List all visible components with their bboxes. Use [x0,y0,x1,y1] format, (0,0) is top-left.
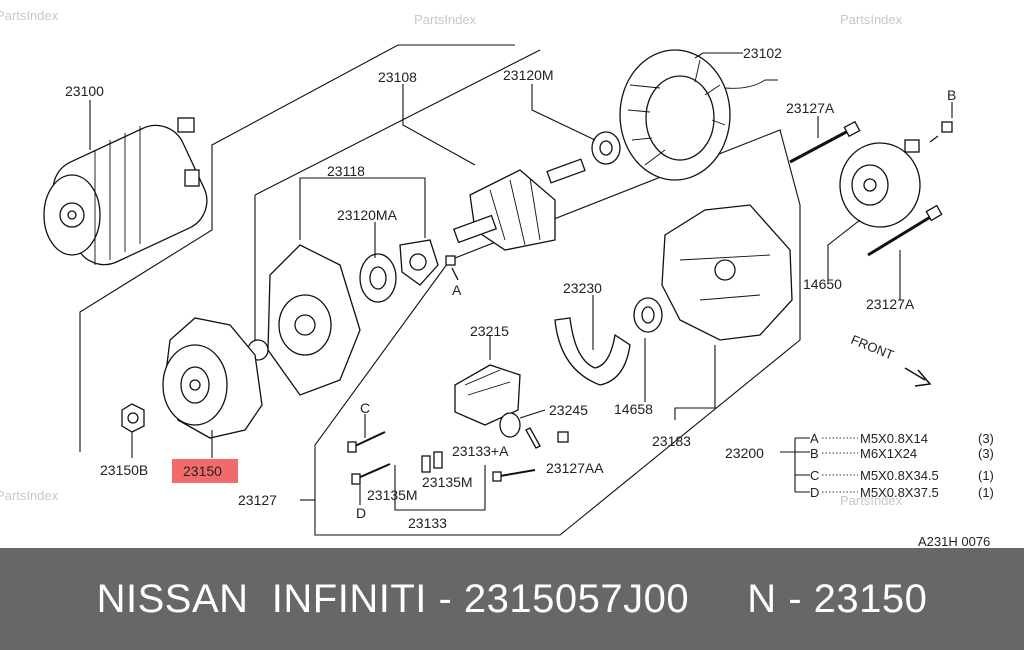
callout-23118[interactable]: 23118 [327,163,365,179]
callout-c[interactable]: C [360,400,370,416]
callout-d[interactable]: D [356,505,366,521]
bolt-table: A M5X0.8X14 (3) B M6X1X24 (3) C M5X0.8X3… [810,431,994,500]
bolt-table-key: C [810,468,819,483]
pulley-nut-part[interactable] [121,403,145,433]
brush-part[interactable] [421,451,443,473]
callout-23127a-bottom[interactable]: 23127A [866,296,915,312]
bolt-table-spec: M5X0.8X37.5 [860,485,939,500]
screw-a-part[interactable] [445,255,459,281]
callout-23245[interactable]: 23245 [549,402,588,418]
bolt-table-spec: M5X0.8X34.5 [860,468,939,483]
bolt-table-key: B [810,446,819,461]
bushing-part[interactable] [633,297,663,333]
bolt-table-qty: (1) [978,468,994,483]
watermark: PartsIndex [840,493,903,508]
bearing-part[interactable] [591,131,621,165]
callout-b[interactable]: B [947,87,956,103]
front-bearing-part[interactable] [359,253,397,303]
callout-23120ma[interactable]: 23120MA [337,207,398,223]
watermark: PartsIndex [414,12,477,27]
callout-23100[interactable]: 23100 [65,83,104,99]
front-direction-indicator: FRONT [849,332,932,387]
watermark: PartsIndex [0,8,59,23]
callout-23120m[interactable]: 23120M [503,67,554,83]
screw-c-part[interactable] [347,431,386,453]
through-bolt-part[interactable] [867,204,943,257]
watermark: PartsIndex [0,488,59,503]
rectifier-part[interactable] [554,317,631,386]
bolt-table-spec: M5X0.8X14 [860,431,928,446]
selected-part-highlight [172,459,238,483]
callout-23108[interactable]: 23108 [378,69,417,85]
bolt-table-qty: (3) [978,446,994,461]
alternator-assembly-part[interactable] [43,116,216,275]
part-number-banner: NISSAN INFINITI - 2315057J00 N - 23150 [0,548,1024,650]
screw-23127aa-part[interactable] [492,469,536,482]
callout-23133[interactable]: 23133 [408,515,447,531]
retainer-plate-part[interactable] [399,239,439,286]
callout-23200[interactable]: 23200 [725,445,764,461]
callout-23150[interactable]: 23150 [183,463,222,479]
callout-23230[interactable]: 23230 [563,280,602,296]
callout-23215[interactable]: 23215 [470,323,509,339]
callout-a[interactable]: A [452,282,462,298]
figure-code: A231H 0076 [918,534,990,548]
bolt-table-key: D [810,485,819,500]
callout-14658[interactable]: 14658 [614,401,653,417]
screw-d-part[interactable] [351,463,391,485]
callout-23135m[interactable]: 23135M [422,474,473,490]
terminal-part[interactable] [499,412,569,449]
exploded-parts-diagram: PartsIndex PartsIndex PartsIndex PartsIn… [0,8,994,548]
bolt-table-qty: (3) [978,431,994,446]
through-bolt-part[interactable] [789,120,861,164]
regulator-part[interactable] [454,364,521,426]
callout-14650[interactable]: 14650 [803,276,842,292]
callout-23127a-top[interactable]: 23127A [786,100,835,116]
callout-23127aa[interactable]: 23127AA [546,460,604,476]
rotor-part[interactable] [452,158,586,251]
bolt-table-spec: M6X1X24 [860,446,917,461]
front-housing-part[interactable] [247,244,361,396]
rear-housing-part[interactable] [661,204,793,341]
callout-23150b[interactable]: 23150B [100,462,148,478]
screw-b-part[interactable] [929,121,953,143]
callout-23127[interactable]: 23127 [238,492,277,508]
front-label: FRONT [849,332,896,363]
callout-23135m[interactable]: 23135M [367,487,418,503]
watermark: PartsIndex [840,12,903,27]
pulley-part[interactable] [162,317,263,439]
callout-23133-a[interactable]: 23133+A [452,443,509,459]
part-number-text: NISSAN INFINITI - 2315057J00 N - 23150 [96,576,928,621]
callout-23183[interactable]: 23183 [652,433,691,449]
rear-cover-part[interactable] [839,139,921,228]
bolt-table-qty: (1) [978,485,994,500]
bolt-table-key: A [810,431,819,446]
callout-23102[interactable]: 23102 [743,45,782,61]
stator-part[interactable] [619,49,778,181]
